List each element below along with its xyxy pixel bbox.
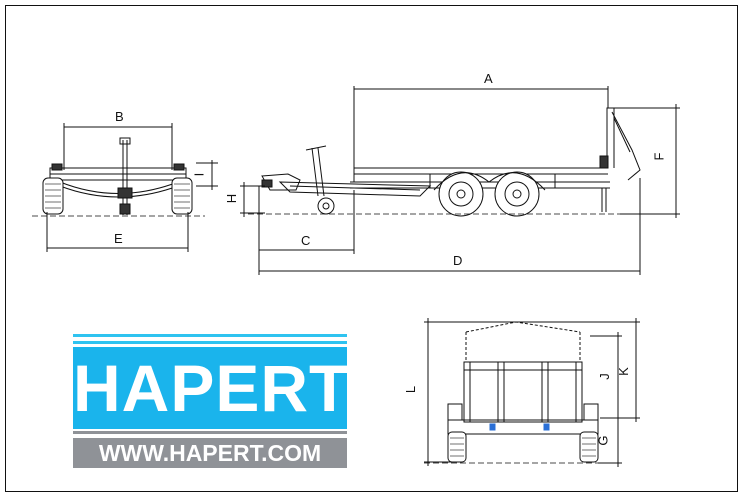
dimension-label-k: K (615, 367, 631, 376)
logo-url: WWW.HAPERT.COM (98, 440, 322, 466)
dimension-label-l: L (403, 385, 419, 394)
logo-top-stripe-2 (73, 341, 347, 344)
dimension-label-d: D (453, 253, 463, 268)
dimension-label-e: E (114, 231, 123, 246)
logo-divider (73, 431, 347, 434)
logo-gray-panel (73, 438, 347, 468)
logo-top-stripe (73, 334, 347, 337)
logo-brand-name: HAPERT (73, 351, 351, 425)
dimension-label-h: H (224, 193, 240, 204)
drawing-frame (5, 5, 738, 492)
logo-blue-panel (73, 347, 347, 429)
dimension-label-b: B (115, 109, 124, 124)
dimension-label-g: G (595, 435, 611, 446)
dimension-label-j: J (596, 373, 612, 380)
rear-view (424, 318, 640, 467)
hapert-logo: HAPERT WWW.HAPERT.COM (73, 334, 351, 468)
side-view (240, 86, 680, 275)
dimension-label-c: C (301, 233, 311, 248)
dimension-label-f: F (651, 152, 667, 161)
front-view (32, 123, 218, 252)
dimension-label-i: I (191, 172, 207, 177)
dimension-label-a: A (484, 71, 493, 86)
